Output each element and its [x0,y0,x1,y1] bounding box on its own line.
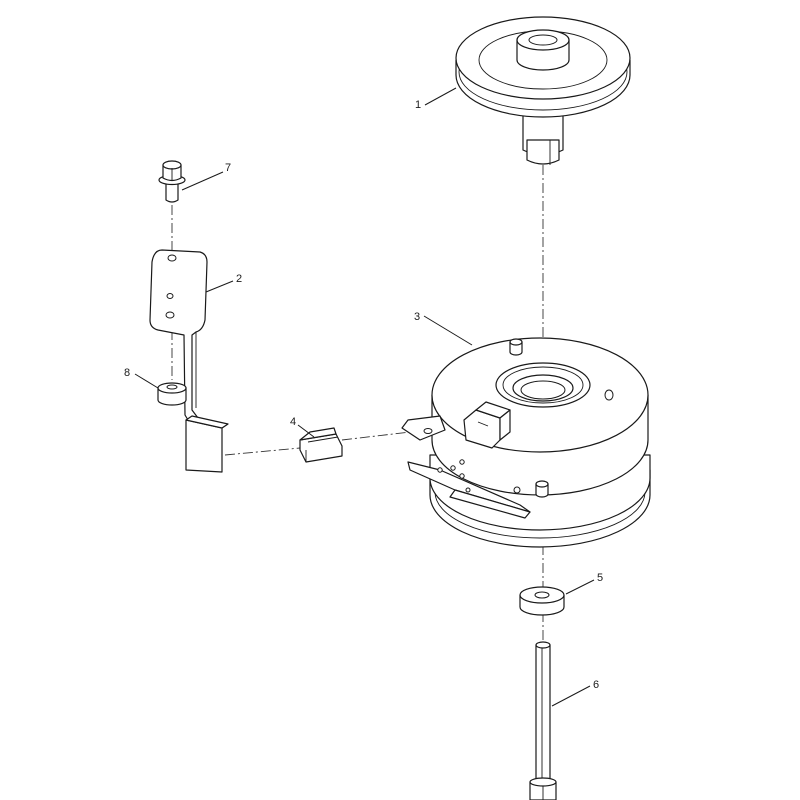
leader-6 [551,685,591,707]
electric-clutch [401,337,651,548]
leader-5 [565,579,595,595]
callout-7: 7 [225,162,231,174]
axis-bracket-to-insert [224,447,301,456]
hex-bolt [529,641,557,800]
bracket [149,249,229,473]
callout-5: 5 [597,572,603,584]
spacer [519,586,565,616]
leader-1 [424,87,457,106]
flange-nut [157,382,187,406]
axis-insert-to-clutch [341,431,411,441]
anti-rotation-insert [299,427,343,463]
callout-1: 1 [415,99,421,111]
leader-3 [423,315,473,346]
callout-4: 4 [290,416,296,428]
callout-2: 2 [236,273,242,285]
flange-bolt [158,160,186,203]
pulley-with-shaft [455,16,631,165]
center-lines [171,165,544,640]
callout-6: 6 [593,679,599,691]
leader-4 [297,424,315,438]
callout-3: 3 [414,311,420,323]
callout-8: 8 [124,367,130,379]
leader-2 [205,280,234,293]
leader-7 [181,171,224,191]
callouts: 1 7 2 3 8 4 5 6 [124,87,603,707]
leader-8 [134,373,159,389]
